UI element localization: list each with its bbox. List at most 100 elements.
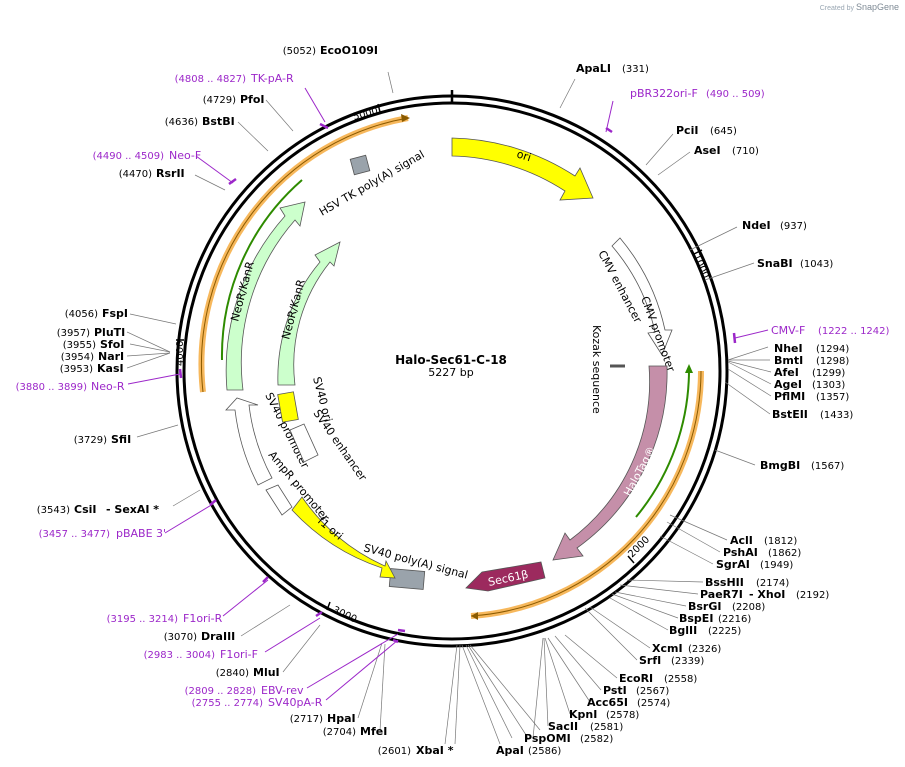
site-xhoi[interactable]: - XhoI bbox=[749, 588, 785, 601]
primer-f1ori-r[interactable]: F1ori-R bbox=[183, 612, 223, 625]
site-psti[interactable]: PstI bbox=[603, 684, 627, 697]
feature-sv40-enhancer[interactable] bbox=[289, 423, 319, 463]
feature-cmv-enhancer[interactable] bbox=[611, 237, 673, 356]
site-bsshii[interactable]: BssHII bbox=[705, 576, 744, 589]
feature-halotag[interactable] bbox=[552, 365, 668, 561]
feature-sv40-ori[interactable] bbox=[277, 391, 299, 423]
site-pos-psti: (2567) bbox=[636, 686, 669, 697]
primer-f1ori-f[interactable]: F1ori-F bbox=[220, 648, 258, 661]
feature-ampr-promoter[interactable] bbox=[265, 484, 293, 516]
feature-f1-ori[interactable] bbox=[291, 496, 396, 579]
site-acc65i[interactable]: Acc65I bbox=[587, 696, 628, 709]
primer-sv40pa-r[interactable]: SV40pA-R bbox=[268, 696, 323, 709]
primer-range-f1ori-f: (2983 .. 3004) bbox=[144, 650, 216, 661]
primer-ebv-rev[interactable]: EBV-rev bbox=[261, 684, 304, 697]
feature-ori-label: ori bbox=[515, 147, 533, 164]
site-ecoo109i[interactable]: EcoO109I bbox=[320, 44, 378, 57]
tick-label-5000: 5000 bbox=[352, 106, 379, 123]
site-pos-mfei: (2704) bbox=[323, 727, 356, 738]
site-rsrii[interactable]: RsrII bbox=[156, 167, 185, 180]
site-pos-ndei: (937) bbox=[780, 221, 807, 232]
site-pos-xcmi: (2326) bbox=[688, 644, 721, 655]
site-pcii[interactable]: PciI bbox=[676, 124, 698, 137]
site-pos-acc65i: (2574) bbox=[637, 698, 670, 709]
site-pos-bsrgi: (2208) bbox=[732, 602, 765, 613]
site-mfei[interactable]: MfeI bbox=[360, 725, 387, 738]
site-fspi[interactable]: FspI bbox=[102, 307, 128, 320]
site-pos-nari: (3954) bbox=[61, 352, 94, 363]
feature-sv40-promoter[interactable] bbox=[225, 397, 273, 486]
primer-tk-pa-r[interactable]: TK-pA-R bbox=[250, 72, 294, 85]
site-pos-sfoi: (3955) bbox=[63, 340, 96, 351]
site-snabi[interactable]: SnaBI bbox=[757, 257, 793, 270]
site-pos-mlui: (2840) bbox=[216, 668, 249, 679]
site-pos-csii: (3543) bbox=[37, 505, 70, 516]
site-nari[interactable]: NarI bbox=[98, 350, 124, 363]
site-pos-pspomi: (2582) bbox=[580, 734, 613, 745]
site-xbai[interactable]: XbaI * bbox=[416, 744, 454, 757]
site-paer7i[interactable]: PaeR7I bbox=[700, 588, 743, 601]
site-bmgbi[interactable]: BmgBI bbox=[760, 459, 800, 472]
site-asei[interactable]: AseI bbox=[694, 144, 721, 157]
site-bstbi[interactable]: BstBI bbox=[202, 115, 235, 128]
site-bsrgi[interactable]: BsrGI bbox=[688, 600, 721, 613]
site-pos-sfii: (3729) bbox=[74, 435, 107, 446]
tick-label-4000: 4000 bbox=[175, 341, 186, 366]
primer-cmv-f[interactable]: CMV-F bbox=[771, 324, 805, 337]
site-kpni[interactable]: KpnI bbox=[569, 708, 597, 721]
site-bspei[interactable]: BspEI bbox=[679, 612, 713, 625]
feature-neokanr-outer[interactable] bbox=[225, 201, 306, 391]
site-pos-draiii: (3070) bbox=[164, 632, 197, 643]
watermark-prefix: Created by bbox=[819, 5, 854, 12]
backbone bbox=[175, 90, 729, 648]
site-bmti[interactable]: BmtI bbox=[774, 354, 803, 367]
site-ndei[interactable]: NdeI bbox=[742, 219, 771, 232]
feature-ori[interactable] bbox=[451, 137, 594, 201]
site-srfi[interactable]: SrfI bbox=[639, 654, 661, 667]
primer-range-sv40pa-r: (2755 .. 2774) bbox=[192, 698, 264, 709]
primer-pbr322ori-f[interactable]: pBR322ori-F bbox=[630, 87, 698, 100]
site-csii[interactable]: CsiI bbox=[74, 503, 96, 516]
site-labels: (5052) EcoO109I ApaLI (331) (4729) PfoI … bbox=[37, 44, 854, 757]
primer-pbabe3[interactable]: pBABE 3' bbox=[116, 527, 166, 540]
site-apai[interactable]: ApaI bbox=[496, 744, 524, 757]
site-mlui[interactable]: MluI bbox=[253, 666, 280, 679]
site-sgrai[interactable]: SgrAI bbox=[716, 558, 750, 571]
site-nhei[interactable]: NheI bbox=[774, 342, 803, 355]
site-pos-pcii: (645) bbox=[710, 126, 737, 137]
site-bglii[interactable]: BglII bbox=[669, 624, 697, 637]
primer-marks bbox=[178, 122, 737, 644]
site-pspomi[interactable]: PspOMI bbox=[524, 732, 571, 745]
primer-neo-r[interactable]: Neo-R bbox=[91, 380, 125, 393]
feature-hsv-tk-polya[interactable] bbox=[349, 154, 371, 176]
feature-neokanr-inner[interactable] bbox=[277, 241, 341, 386]
site-hpai[interactable]: HpaI bbox=[327, 712, 356, 725]
site-sacii[interactable]: SacII bbox=[548, 720, 578, 733]
site-xcmi[interactable]: XcmI bbox=[652, 642, 683, 655]
site-sexai[interactable]: - SexAI * bbox=[106, 503, 159, 516]
site-draiii[interactable]: DraIII bbox=[201, 630, 235, 643]
site-apali[interactable]: ApaLI bbox=[576, 62, 611, 75]
primer-range-tk-pa-r: (4808 .. 4827) bbox=[175, 74, 247, 85]
site-pflmi[interactable]: PflMI bbox=[774, 390, 805, 403]
tick-2000 bbox=[627, 555, 635, 564]
tick-label-3000: 3000 bbox=[331, 605, 359, 626]
site-pshai[interactable]: PshAI bbox=[723, 546, 758, 559]
site-sfii[interactable]: SfiI bbox=[111, 433, 131, 446]
site-pfoi[interactable]: PfoI bbox=[240, 93, 265, 106]
feature-sv40-polya[interactable] bbox=[388, 568, 426, 590]
site-leaders bbox=[126, 71, 772, 745]
site-bsteii[interactable]: BstEII bbox=[772, 408, 808, 421]
site-ecori[interactable]: EcoRI bbox=[619, 672, 653, 685]
site-afei[interactable]: AfeI bbox=[774, 366, 799, 379]
primer-neo-f[interactable]: Neo-F bbox=[169, 149, 201, 162]
site-pos-bmgbi: (1567) bbox=[811, 461, 844, 472]
site-pluti[interactable]: PluTI bbox=[94, 326, 125, 339]
site-agei[interactable]: AgeI bbox=[774, 378, 802, 391]
site-sfoi[interactable]: SfoI bbox=[100, 338, 124, 351]
site-acli[interactable]: AclI bbox=[730, 534, 753, 547]
site-pos-rsrii: (4470) bbox=[119, 169, 152, 180]
site-kasi[interactable]: KasI bbox=[97, 362, 124, 375]
feature-sec61b[interactable] bbox=[465, 561, 546, 592]
